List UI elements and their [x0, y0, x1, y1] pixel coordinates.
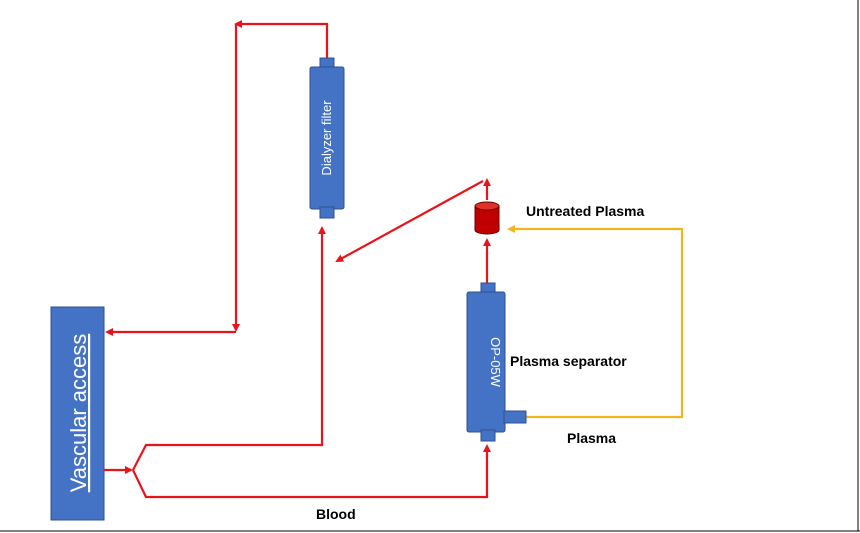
blood-lines [104, 20, 491, 499]
plasma-reservoir [474, 201, 500, 235]
separator-plasma-port [503, 410, 527, 424]
dialyzer-label: Dialyzer filter [319, 100, 334, 176]
plasma-separator: OP-05W [466, 282, 527, 442]
vascular-access-label: Vascular access [66, 334, 91, 493]
dialyzer-filter: Dialyzer filter [309, 57, 345, 219]
vascular-access-block: Vascular access [50, 306, 105, 521]
plasma-label: Plasma [567, 430, 616, 446]
plasma-separator-label: Plasma separator [510, 353, 627, 369]
diagonal-return-arrow [335, 180, 484, 262]
blood-to-dialyzer-arrow [132, 226, 326, 471]
blood-to-separator-arrow [132, 444, 491, 499]
dialyzer-top-outflow-arrow [234, 20, 329, 60]
plasma-loop-arrow [507, 225, 684, 419]
separator-code-label: OP-05W [488, 337, 503, 388]
plasma-lines [507, 225, 684, 419]
blood-label: Blood [316, 506, 356, 522]
untreated-plasma-label: Untreated Plasma [526, 203, 644, 219]
